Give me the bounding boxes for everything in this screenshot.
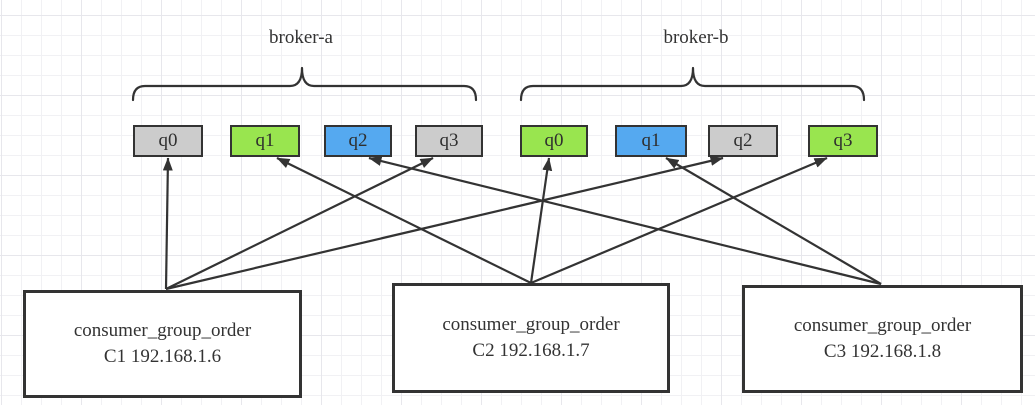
- queue-label: q1: [641, 130, 661, 151]
- consumer-box-C1: consumer_group_order C1 192.168.1.6: [23, 290, 302, 398]
- consumer-id-ip: C1 192.168.1.6: [103, 346, 222, 367]
- queue-label: q3: [439, 130, 459, 151]
- queue-label: q1: [255, 130, 275, 151]
- brace-broker-b: [519, 66, 866, 102]
- queue-label: q2: [348, 130, 368, 151]
- arrow-C3-to-broker-a-q2: [368, 156, 882, 286]
- arrow-C1-to-broker-a-q0: [162, 157, 173, 290]
- queue-label: q0: [158, 130, 178, 151]
- queue-box-broker-b-q3: q3: [808, 125, 878, 157]
- queue-box-broker-a-q1: q1: [230, 125, 300, 157]
- arrow-C2-to-broker-a-q1: [276, 157, 532, 284]
- consumer-id-ip: C3 192.168.1.8: [823, 341, 942, 362]
- broker-a-label: broker-a: [269, 27, 333, 48]
- queue-box-broker-b-q2: q2: [708, 125, 778, 157]
- arrow-C2-to-broker-b-q3: [530, 156, 828, 285]
- queue-label: q2: [733, 130, 753, 151]
- brace-broker-a: [131, 66, 478, 102]
- consumer-group-name: consumer_group_order: [793, 315, 972, 336]
- arrow-C3-to-broker-b-q1: [665, 157, 882, 285]
- queue-box-broker-a-q2: q2: [324, 125, 392, 157]
- queue-label: q0: [544, 130, 564, 151]
- consumer-group-name: consumer_group_order: [442, 314, 620, 335]
- queue-box-broker-a-q0: q0: [133, 125, 203, 157]
- queue-label: q3: [833, 130, 853, 151]
- queue-box-broker-b-q0: q0: [520, 125, 588, 157]
- consumer-box-C2: consumer_group_order C2 192.168.1.7: [392, 283, 670, 393]
- arrow-C2-to-broker-b-q0: [529, 157, 553, 284]
- consumer-group-name: consumer_group_order: [73, 320, 252, 341]
- arrow-C1-to-broker-a-q3: [165, 157, 434, 290]
- broker-b-label: broker-b: [663, 27, 729, 48]
- arrow-C1-to-broker-b-q2: [165, 155, 724, 291]
- queue-box-broker-a-q3: q3: [415, 125, 483, 157]
- queue-box-broker-b-q1: q1: [615, 125, 687, 157]
- consumer-id-ip: C2 192.168.1.7: [472, 340, 590, 361]
- consumer-box-C3: consumer_group_order C3 192.168.1.8: [742, 285, 1023, 393]
